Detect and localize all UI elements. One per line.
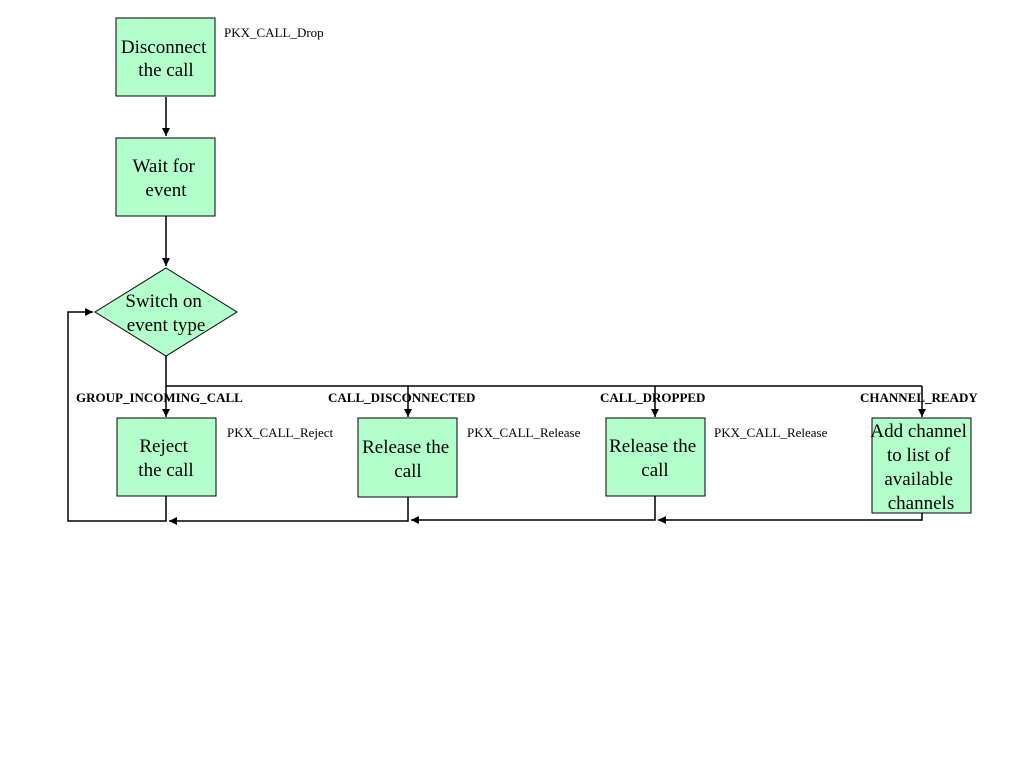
node-reject: Reject the call PKX_CALL_Reject <box>116 417 334 497</box>
event-label-group-incoming-call: GROUP_INCOMING_CALL <box>76 390 243 405</box>
node-disconnect: Disconnect the call PKX_CALL_Drop <box>115 17 324 97</box>
return-loop-to-switch <box>67 308 167 522</box>
node-switch-text: Switch on event type <box>125 291 206 336</box>
api-label-release-1: PKX_CALL_Release <box>467 425 581 440</box>
edges <box>67 97 926 525</box>
node-add-channel: Add channel to list of available channel… <box>870 417 972 514</box>
event-label-call-disconnected: CALL_DISCONNECTED <box>328 390 475 405</box>
node-switch: Switch on event type <box>94 267 238 357</box>
node-release-dropped-text: Release the call <box>609 436 701 481</box>
node-reject-text: Reject the call <box>138 436 193 481</box>
return-release2 <box>411 496 656 524</box>
node-release-dropped: Release the call PKX_CALL_Release <box>605 417 828 497</box>
return-release1 <box>169 497 409 525</box>
return-addchannel <box>658 513 923 524</box>
node-add-channel-text: Add channel to list of available channel… <box>870 421 971 514</box>
api-label-reject: PKX_CALL_Reject <box>227 425 334 440</box>
node-wait: Wait for event <box>115 137 216 217</box>
branch-bus <box>165 356 922 387</box>
node-disconnect-text: Disconnect the call <box>121 37 211 81</box>
api-label-drop: PKX_CALL_Drop <box>224 25 324 40</box>
node-release-disconnected: Release the call PKX_CALL_Release <box>357 417 581 498</box>
node-wait-text: Wait for event <box>132 156 199 201</box>
node-release-disconnected-text: Release the call <box>362 437 454 482</box>
event-label-channel-ready: CHANNEL_READY <box>860 390 978 405</box>
event-label-call-dropped: CALL_DROPPED <box>600 390 705 405</box>
api-label-release-2: PKX_CALL_Release <box>714 425 828 440</box>
